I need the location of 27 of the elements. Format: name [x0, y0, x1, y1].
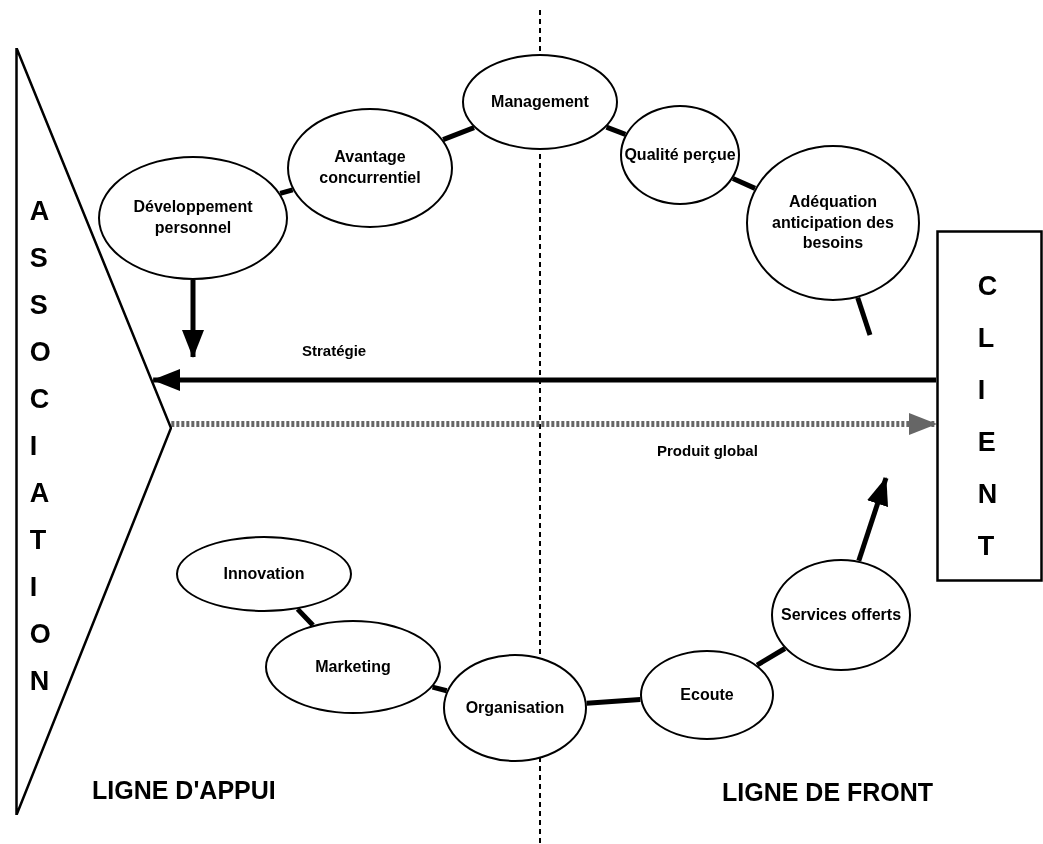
- connector-line: [731, 176, 757, 191]
- section-label: LIGNE DE FRONT: [722, 778, 934, 807]
- connector-line: [855, 297, 873, 336]
- section-label: LIGNE D'APPUI: [92, 776, 276, 805]
- connector-line: [279, 187, 294, 196]
- connector-line: [586, 697, 641, 706]
- edge-label: Stratégie: [300, 342, 369, 359]
- connector-line: [605, 124, 627, 137]
- arrow: [152, 369, 936, 391]
- node-label: Avantage concurrentiel: [318, 147, 422, 188]
- node-label: Marketing: [315, 656, 391, 677]
- node-label: Adéquation anticipation des besoins: [771, 191, 895, 254]
- node-label: Services offerts: [780, 604, 902, 625]
- vertical-label: CLIENT: [976, 270, 1011, 563]
- arrow: [856, 477, 889, 562]
- connector-line: [442, 125, 475, 142]
- node-label: Management: [491, 91, 589, 112]
- arrow: [171, 413, 937, 435]
- node-label: Organisation: [465, 697, 565, 718]
- node-label: Développement personnel: [132, 197, 254, 238]
- node-label: Innovation: [223, 563, 305, 584]
- vertical-label: ASSOCIATION: [28, 195, 63, 698]
- node-label: Qualité perçue: [624, 144, 736, 165]
- arrow: [182, 280, 204, 358]
- edge-label: Produit global: [655, 442, 760, 459]
- box: [936, 230, 1043, 582]
- node-label: Ecoute: [680, 684, 734, 705]
